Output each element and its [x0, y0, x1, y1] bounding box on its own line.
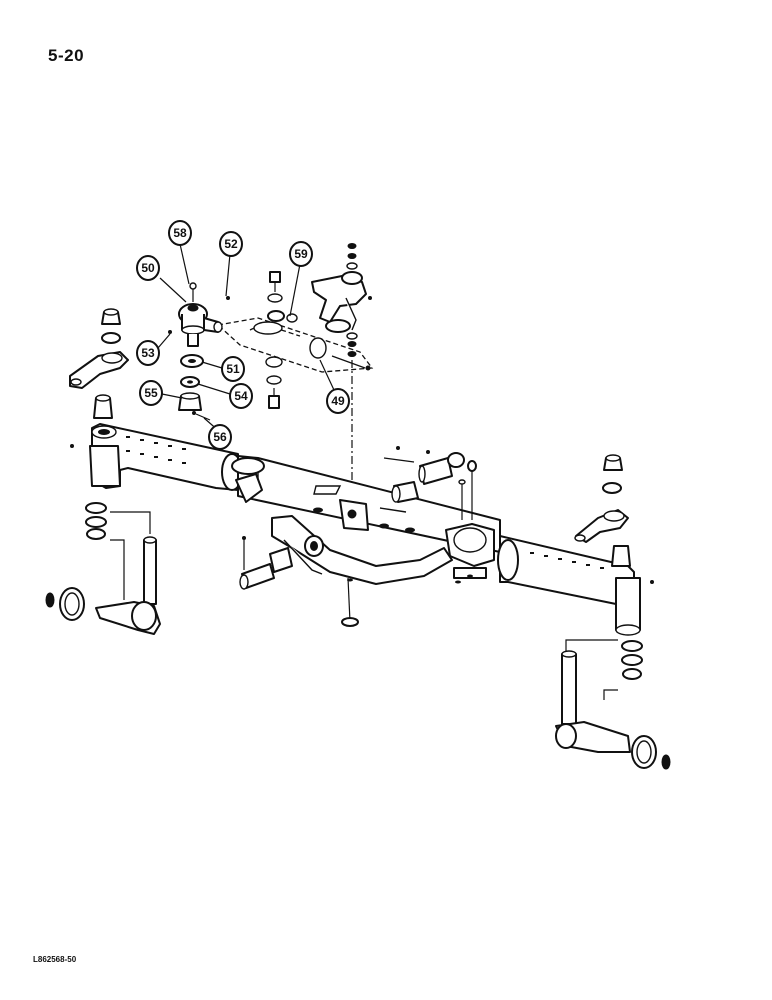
page-number: 5-20 — [48, 46, 85, 65]
callout-49: 49 — [326, 388, 350, 414]
callout-53: 53 — [136, 340, 160, 366]
callout-58-label: 58 — [173, 226, 187, 240]
callout-50-label: 50 — [141, 261, 155, 275]
callout-leaders — [157, 243, 335, 433]
callout-50: 50 — [136, 255, 160, 281]
callout-51: 51 — [221, 356, 245, 382]
right-spindle — [555, 639, 671, 770]
callout-59-label: 59 — [294, 247, 308, 261]
callout-58: 58 — [168, 220, 192, 246]
ball-joint — [168, 282, 230, 347]
steering-bracket — [311, 243, 372, 490]
callout-52-label: 52 — [224, 237, 238, 251]
figure-code: L862568-50 — [33, 955, 77, 964]
callout-54-label: 54 — [234, 389, 248, 403]
callout-54: 54 — [229, 383, 253, 409]
ball-joint-hardware-stack — [178, 354, 211, 421]
callout-55-label: 55 — [144, 386, 158, 400]
callout-52: 52 — [219, 231, 243, 257]
axle-beam — [70, 423, 654, 636]
callout-56-label: 56 — [213, 430, 227, 444]
right-steering-arm — [574, 454, 631, 567]
callout-59: 59 — [289, 241, 313, 267]
steering-cylinder — [216, 317, 374, 373]
callout-56: 56 — [208, 424, 232, 450]
left-steering-arm — [69, 308, 129, 419]
callout-53-label: 53 — [141, 346, 155, 360]
left-spindle — [45, 502, 161, 635]
pivot-pin-group — [239, 446, 477, 627]
cylinder-mount-hardware — [265, 271, 298, 409]
callout-49-label: 49 — [331, 394, 345, 408]
callout-55: 55 — [139, 380, 163, 406]
callout-51-label: 51 — [226, 362, 240, 376]
